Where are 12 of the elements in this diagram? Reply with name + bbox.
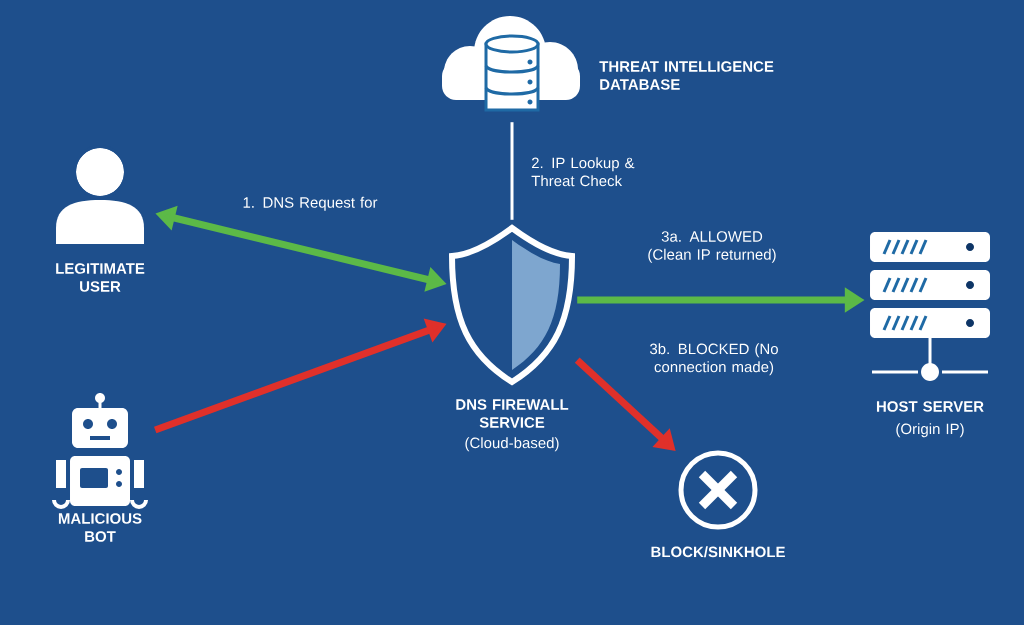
edge-label: 2. IP Lookup & Threat Check	[531, 157, 635, 187]
node-subtitle: (Origin IP)	[896, 423, 964, 438]
node-title: HOST SERVER	[876, 401, 984, 412]
node-title: MALICIOUS BOT	[58, 513, 142, 542]
node-title: BLOCK/SINKHOLE	[651, 546, 785, 558]
edge-label: 3b. BLOCKED (No connection made)	[649, 343, 778, 376]
edge-label: 3a. ALLOWED (Clean IP returned)	[648, 231, 776, 263]
node-title: THREAT INTELLIGENCE DATABASE	[599, 61, 774, 90]
node-title: LEGITIMATE USER	[56, 263, 145, 292]
node-subtitle: (Cloud-based)	[465, 437, 559, 452]
node-title: DNS FIREWALL SERVICE	[456, 399, 569, 428]
edge-label: 1. DNS Request for	[243, 196, 378, 211]
